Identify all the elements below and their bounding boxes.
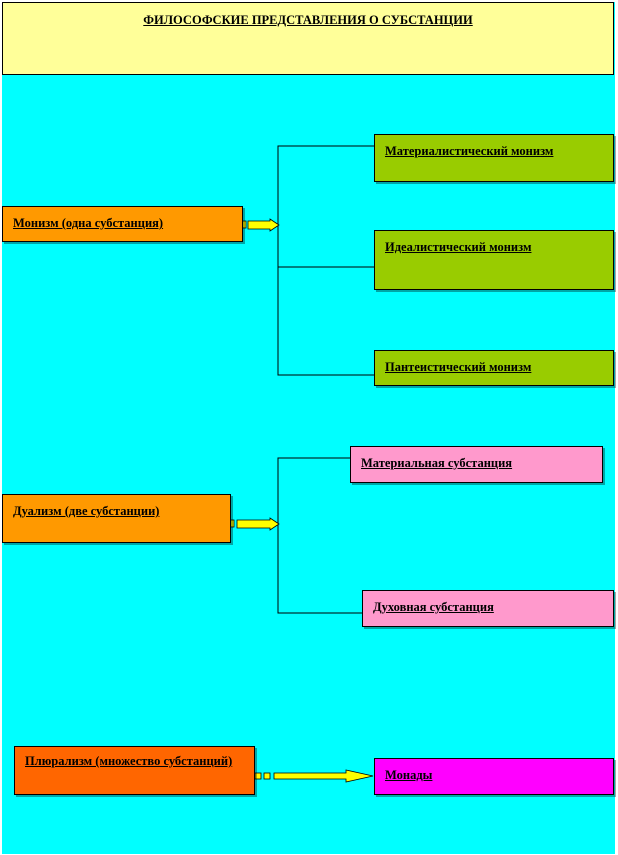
monism-label: Монизм (одна субстанция): [13, 216, 164, 230]
dualism-label: Дуализм (две субстанции): [13, 504, 160, 518]
idealistic-monism-box: Идеалистический монизм: [374, 230, 614, 290]
dualism-connector: [277, 457, 362, 614]
monads-box: Монады: [374, 758, 614, 795]
monads-label: Монады: [385, 768, 433, 782]
diagram-title: ФИЛОСОФСКИЕ ПРЕДСТАВЛЕНИЯ О СУБСТАНЦИИ: [143, 13, 473, 27]
material-substance-box: Материальная субстанция: [350, 446, 603, 483]
pantheistic-monism-label: Пантеистический монизм: [385, 360, 532, 374]
pluralism-arrow: [254, 769, 374, 783]
material-substance-label: Материальная субстанция: [361, 456, 513, 470]
spiritual-substance-box: Духовная субстанция: [362, 590, 614, 627]
materialistic-monism-label: Материалистический монизм: [385, 144, 554, 158]
dualism-box: Дуализм (две субстанции): [2, 494, 231, 543]
title-box: ФИЛОСОФСКИЕ ПРЕДСТАВЛЕНИЯ О СУБСТАНЦИИ: [2, 2, 614, 75]
monism-connector: [277, 145, 374, 376]
dualism-arrow: [229, 517, 280, 531]
pantheistic-monism-box: Пантеистический монизм: [374, 350, 614, 386]
spiritual-substance-label: Духовная субстанция: [373, 600, 494, 614]
monism-box: Монизм (одна субстанция): [2, 206, 243, 242]
monism-arrow: [241, 218, 280, 232]
pluralism-label: Плюрализм (множество субстанций): [25, 754, 233, 768]
pluralism-box: Плюрализм (множество субстанций): [14, 746, 255, 795]
materialistic-monism-box: Материалистический монизм: [374, 134, 614, 182]
idealistic-monism-label: Идеалистический монизм: [385, 240, 532, 254]
